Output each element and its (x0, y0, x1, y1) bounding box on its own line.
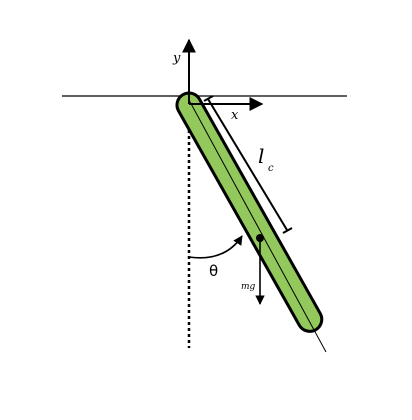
rod-centerline (188, 99, 327, 353)
force-label: mg (241, 282, 256, 292)
angle-label: θ (209, 262, 218, 280)
angle-arc (188, 235, 243, 259)
pendulum-rod (175, 91, 324, 333)
length-subscript: c (268, 163, 274, 174)
x-axis-label: x (231, 108, 239, 123)
length-label: l (258, 144, 264, 168)
y-axis-label: y (172, 51, 181, 66)
length-dimension (203, 95, 293, 234)
center-of-mass-point (256, 234, 264, 242)
